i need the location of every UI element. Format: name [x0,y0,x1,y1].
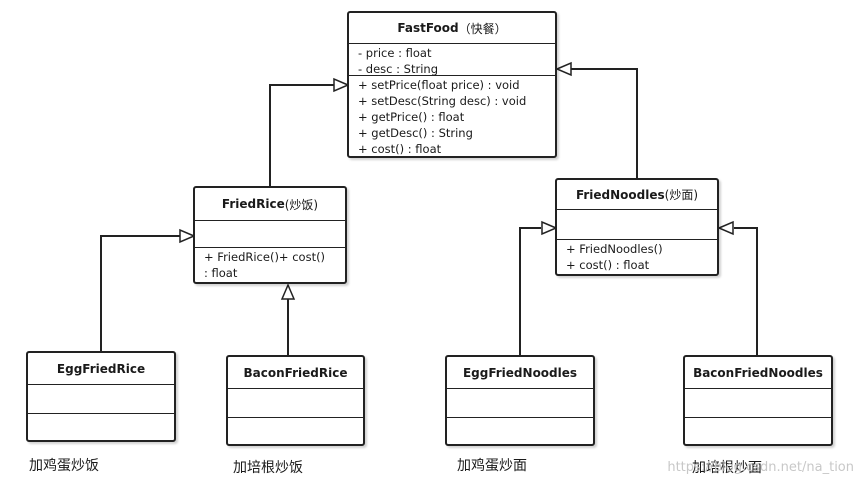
class-name-cn: (炒面) [664,188,699,202]
class-title: FastFood（快餐） [349,13,555,44]
arrowhead-hollow-triangle [280,283,296,300]
class-name: EggFriedRice [56,361,146,376]
attribute: - price : float [358,46,432,60]
attributes-section: - price : float - desc : String [349,44,555,76]
class-title: FriedNoodles(炒面) [557,180,717,210]
method: + cost() : float [358,142,442,156]
method: + FriedNoodles() [566,242,663,256]
method: + setDesc(String desc) : void [358,94,527,108]
class-title: EggFriedNoodles [447,357,593,389]
class-baconfriednoodles[interactable]: BaconFriedNoodles [683,355,833,446]
class-name: BaconFriedRice [243,365,348,380]
class-friedrice[interactable]: FriedRice(炒饭) + FriedRice()+ cost() : fl… [193,186,347,284]
arrowhead-hollow-triangle [555,61,572,77]
class-title: BaconFriedNoodles [685,357,831,389]
method: + setPrice(float price) : void [358,78,520,92]
method: + cost() : float [566,258,650,272]
arrowhead-hollow-triangle [717,220,734,236]
arrow-eggfriednoodles-to-friednoodles [519,227,541,356]
class-name: FastFood [397,21,459,35]
class-eggfriedrice[interactable]: EggFriedRice [26,351,176,442]
method: + getDesc() : String [358,126,473,140]
arrow-friedrice-to-fastfood [269,84,336,187]
methods-section: + setPrice(float price) : void + setDesc… [349,76,555,156]
attributes-section [228,389,363,418]
methods-section [685,418,831,444]
caption-egg-fried-rice: 加鸡蛋炒饭 [29,458,99,474]
method: + FriedRice()+ cost() [204,250,326,264]
attributes-section [685,389,831,418]
class-friednoodles[interactable]: FriedNoodles(炒面) + FriedNoodles() + cost… [555,178,719,276]
arrow-eggfriedrice-to-friedrice [100,235,180,352]
attribute: - desc : String [358,62,439,76]
arrow-baconfriednoodles-to-friednoodles [734,227,758,356]
class-eggfriednoodles[interactable]: EggFriedNoodles [445,355,595,446]
attributes-section [557,210,717,240]
arrowhead-hollow-triangle [179,228,196,244]
methods-section: + FriedRice()+ cost() : float [195,248,345,282]
class-name: BaconFriedNoodles [693,365,823,380]
class-title: BaconFriedRice [228,357,363,389]
arrowhead-hollow-triangle [333,77,350,93]
class-title: FriedRice(炒饭) [195,188,345,221]
method: : float [204,266,238,280]
class-name: FriedRice [221,197,285,211]
caption-bacon-fried-noodles: 加培根炒面 [692,460,762,476]
methods-section [447,418,593,444]
caption-egg-fried-noodles: 加鸡蛋炒面 [457,458,527,474]
methods-section [228,418,363,444]
arrow-friednoodles-to-fastfood [558,68,638,178]
class-name: FriedNoodles [575,187,665,202]
methods-section [28,414,174,440]
attributes-section [447,389,593,418]
class-name-cn: （快餐） [458,21,507,36]
class-baconfriedrice[interactable]: BaconFriedRice [226,355,365,446]
method: + getPrice() : float [358,110,465,124]
methods-section: + FriedNoodles() + cost() : float [557,240,717,274]
attributes-section [28,385,174,414]
arrowhead-hollow-triangle [541,220,558,236]
watermark: https://blog.csdn.net/na_tion [667,460,854,475]
class-name-cn: (炒饭) [284,197,319,212]
attributes-section [195,221,345,248]
class-fastfood[interactable]: FastFood（快餐） - price : float - desc : St… [347,11,557,158]
class-title: EggFriedRice [28,353,174,385]
class-name: EggFriedNoodles [462,365,578,380]
caption-bacon-fried-rice: 加培根炒饭 [233,460,303,476]
